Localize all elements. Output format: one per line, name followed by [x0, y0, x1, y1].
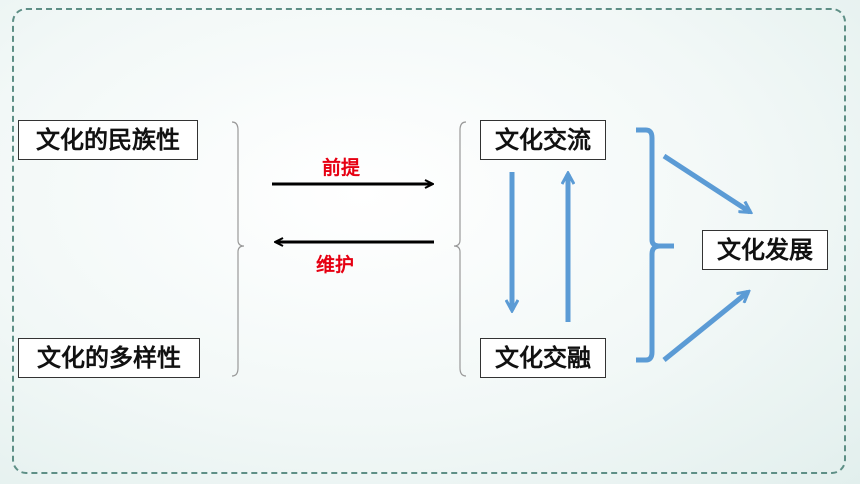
- blue-bracket: [636, 127, 674, 363]
- dashed-frame: [12, 8, 846, 474]
- node-blending: 文化交融: [480, 338, 606, 378]
- upper-diagonal-arrow: [662, 153, 750, 212]
- lower-diagonal-arrow: [662, 292, 748, 362]
- node-development: 文化发展: [702, 230, 828, 270]
- maintain-label: 维护: [316, 254, 355, 276]
- node-exchange: 文化交流: [480, 120, 606, 160]
- left-group-bracket: [231, 121, 245, 377]
- node-diversity: 文化的多样性: [18, 338, 200, 378]
- middle-group-bracket: [453, 121, 467, 377]
- node-nationality: 文化的民族性: [18, 120, 198, 160]
- premise-label: 前提: [322, 157, 361, 179]
